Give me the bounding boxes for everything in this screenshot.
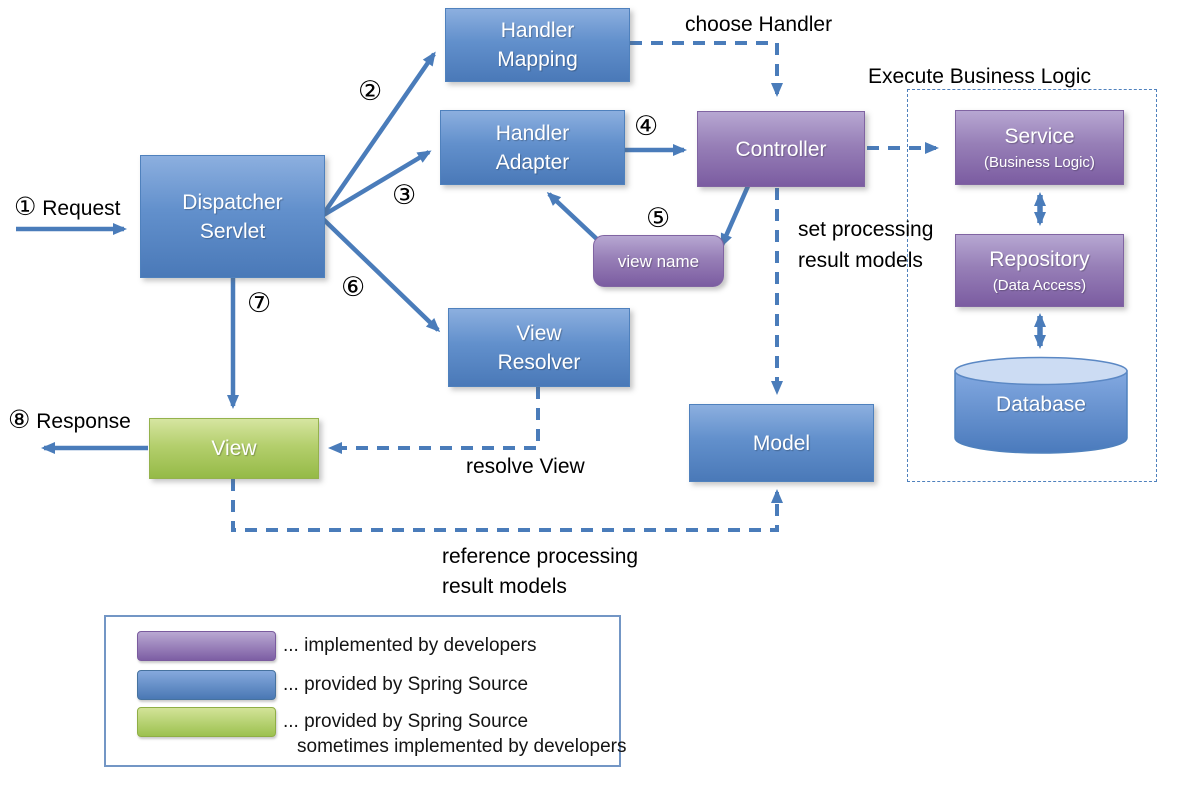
- node-handler-adapter: Handler Adapter: [440, 110, 625, 185]
- edge-controller-to-view-name: [719, 185, 751, 248]
- node-label: Controller: [735, 137, 827, 161]
- annotation-line: set processing: [798, 218, 934, 241]
- edge-step2-to-handler-mapping: [320, 51, 436, 218]
- edge-view-to-model-dashed: [231, 479, 783, 532]
- annotation-request: ① Request: [14, 192, 120, 224]
- node-view-resolver: View Resolver: [448, 308, 630, 387]
- node-model: Model: [689, 404, 874, 482]
- request-label: Request: [42, 197, 121, 220]
- step-8-badge: ⑧: [8, 406, 31, 434]
- node-database-label: Database: [996, 393, 1086, 416]
- annotation-line: reference processing: [442, 545, 639, 568]
- node-handler-mapping: Handler Mapping: [445, 8, 630, 82]
- legend-label-spring: ... provided by Spring Source: [283, 674, 529, 695]
- legend-label-spring-sometimes-line2: sometimes implemented by developers: [297, 736, 627, 757]
- node-view: View: [149, 418, 319, 479]
- annotation-response: ⑧ Response: [8, 405, 131, 437]
- edge-choose-handler-dashed: [630, 41, 783, 97]
- legend-swatch-blue: [137, 670, 276, 700]
- node-label: Service: [1004, 125, 1075, 148]
- annotation-line: result models: [442, 575, 567, 598]
- step-5-badge: ⑤: [646, 203, 671, 233]
- annotation-choose-handler: choose Handler: [685, 13, 833, 36]
- edge-resolver-to-view-dashed: [328, 387, 540, 454]
- node-label: Adapter: [495, 150, 570, 174]
- node-label: Mapping: [497, 48, 578, 71]
- node-label: View: [211, 437, 257, 460]
- node-label: Handler: [495, 121, 570, 145]
- node-label: Resolver: [497, 350, 581, 374]
- annotation-execute-business-logic: Execute Business Logic: [868, 65, 1091, 88]
- node-view-name: view name: [593, 235, 724, 287]
- node-label: Model: [752, 431, 811, 455]
- node-label: Repository: [989, 248, 1090, 271]
- edge-step3-to-handler-adapter: [320, 150, 432, 218]
- step-2-badge: ②: [358, 76, 383, 106]
- legend-swatch-green: [137, 707, 276, 737]
- legend-swatch-purple: [137, 631, 276, 661]
- response-label: Response: [36, 410, 131, 433]
- step-6-badge: ⑥: [341, 272, 366, 302]
- node-label: Handler: [500, 19, 575, 42]
- node-controller: Controller: [697, 111, 865, 187]
- step-4-badge: ④: [634, 111, 659, 141]
- execute-business-logic-container: [907, 89, 1157, 482]
- node-label: Servlet: [199, 219, 266, 243]
- node-label: View: [516, 321, 562, 345]
- node-service: Service (Business Logic): [955, 110, 1124, 185]
- annotation-set-processing: set processing result models: [798, 214, 933, 276]
- annotation-line: result models: [798, 249, 923, 272]
- node-label: view name: [617, 251, 700, 271]
- database-cylinder-body: [954, 370, 1128, 454]
- edge-step6-to-view-resolver: [320, 216, 441, 333]
- legend-box: ... implemented by developers ... provid…: [104, 615, 627, 767]
- node-dispatcher-servlet: Dispatcher Servlet: [140, 155, 325, 278]
- annotation-resolve-view: resolve View: [466, 455, 585, 478]
- legend-label-spring-sometimes-line1: ... provided by Spring Source: [283, 711, 529, 732]
- node-repository: Repository (Data Access): [955, 234, 1124, 307]
- annotation-reference-processing: reference processing result models: [442, 542, 638, 602]
- legend-label-developers: ... implemented by developers: [283, 635, 537, 656]
- node-sublabel: (Data Access): [992, 277, 1087, 294]
- database-cylinder: [954, 356, 1128, 454]
- step-7-badge: ⑦: [247, 288, 272, 318]
- step-3-badge: ③: [392, 180, 417, 210]
- edge-view-name-to-handler-adapter: [546, 191, 602, 244]
- node-sublabel: (Business Logic): [984, 154, 1095, 171]
- step-1-badge: ①: [14, 193, 37, 221]
- node-label: Dispatcher: [182, 190, 283, 214]
- database-cylinder-top: [954, 356, 1128, 386]
